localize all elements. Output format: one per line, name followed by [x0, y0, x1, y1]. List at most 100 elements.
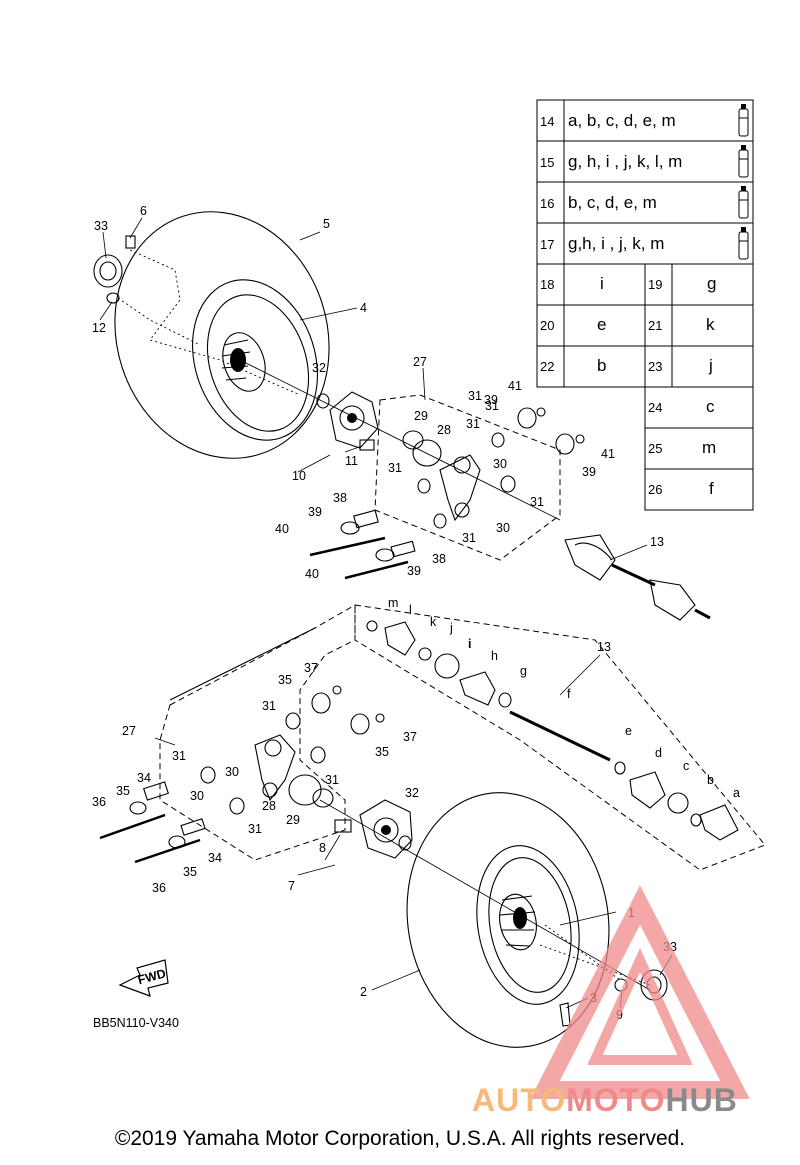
callout-27-lower: 27 [122, 724, 136, 738]
watermark-part-auto: AUTO [472, 1082, 567, 1118]
lower-bolts [99, 781, 206, 864]
callout-35-d: 35 [183, 865, 197, 879]
callout-30-a: 30 [493, 457, 507, 471]
callout-8: 8 [319, 841, 326, 855]
callout-2: 2 [360, 985, 367, 999]
callout-letter-l: l [409, 603, 412, 617]
grease-tube-icon [738, 145, 749, 178]
table-row-14-num: 14 [540, 114, 554, 129]
callout-letter-g: g [520, 664, 527, 678]
callout-5: 5 [323, 217, 330, 231]
callout-letter-e: e [625, 724, 632, 738]
callout-28-upper: 28 [437, 423, 451, 437]
callout-31-a: 31 [466, 417, 480, 431]
upper-bolts [309, 509, 416, 580]
table-row-20-num: 20 [540, 318, 554, 333]
callout-31-i: 31 [468, 389, 482, 403]
callout-11: 11 [345, 454, 358, 468]
table-row-22-num: 22 [540, 359, 554, 374]
callout-30-d: 30 [190, 789, 204, 803]
upper-tire [114, 211, 330, 459]
watermark-part-moto: MOTO [566, 1082, 666, 1118]
copyright-notice: ©2019 Yamaha Motor Corporation, U.S.A. A… [114, 1127, 686, 1150]
callout-31-g: 31 [325, 773, 339, 787]
callout-31-h: 31 [248, 822, 262, 836]
table-row-16-letters: b, c, d, e, m [568, 193, 657, 212]
upper-wheel-hub [316, 391, 379, 451]
watermark-brand: AUTOMOTOHUB [472, 1082, 738, 1119]
callout-letter-c: c [683, 759, 689, 773]
upper-drive-shaft [564, 534, 711, 621]
table-row-21-num: 21 [648, 318, 662, 333]
callout-4: 4 [360, 301, 367, 315]
grease-tube-icon [738, 104, 749, 137]
code-table: 14 a, b, c, d, e, m 15 g, h, i , j, k, l… [536, 99, 754, 511]
table-row-18-num: 18 [540, 277, 554, 292]
fwd-arrow-icon: FWD [118, 959, 169, 997]
callout-37-a: 37 [304, 661, 318, 675]
callout-39-d: 39 [407, 564, 421, 578]
callout-34-b: 34 [208, 851, 222, 865]
callout-28-lower: 28 [262, 799, 276, 813]
callout-35-c: 35 [116, 784, 130, 798]
callout-36-a: 36 [92, 795, 106, 809]
callout-letter-b: b [707, 773, 714, 787]
table-row-14-letters: a, b, c, d, e, m [568, 111, 676, 130]
callout-31-e: 31 [262, 699, 276, 713]
table-row-25-num: 25 [648, 441, 662, 456]
callout-27-upper: 27 [413, 355, 427, 369]
table-row-17-letters: g,h, i , j, k, m [568, 234, 664, 253]
callout-38-b: 38 [432, 552, 446, 566]
callout-38-a: 38 [333, 491, 347, 505]
table-row-17-num: 17 [540, 237, 554, 252]
callout-10: 10 [292, 469, 306, 483]
callout-letter-i: i [468, 637, 471, 651]
callout-13-upper: 13 [650, 535, 664, 549]
callout-letter-h: h [491, 649, 498, 663]
lower-tire [406, 792, 610, 1048]
table-row-24-letter: c [706, 397, 715, 416]
callout-29-lower: 29 [286, 813, 300, 827]
table-row-22-letter: b [597, 356, 606, 375]
table-row-23-letter: j [708, 356, 713, 375]
callout-letter-j: j [449, 621, 453, 635]
callout-30-c: 30 [225, 765, 239, 779]
callout-13-lower: 13 [597, 640, 611, 654]
callout-40-a: 40 [275, 522, 289, 536]
callout-39-c: 39 [308, 505, 322, 519]
callout-6: 6 [140, 204, 147, 218]
table-row-25-letter: m [702, 438, 716, 457]
callout-7: 7 [288, 879, 295, 893]
callout-31-b: 31 [388, 461, 402, 475]
table-row-20-letter: e [597, 315, 606, 334]
lower-knuckle [200, 685, 385, 815]
callout-39-b: 39 [582, 465, 596, 479]
table-row-15-num: 15 [540, 155, 554, 170]
watermark-part-hub: HUB [665, 1082, 738, 1118]
table-row-19-num: 19 [648, 277, 662, 292]
callout-41-a: 41 [508, 379, 522, 393]
table-row-18-letter: i [600, 274, 604, 293]
table-row-26-num: 26 [648, 482, 662, 497]
table-row-19-letter: g [707, 274, 716, 293]
callout-29-upper: 29 [414, 409, 428, 423]
callout-letter-d: d [655, 746, 662, 760]
lower-cv-shaft-parts [366, 620, 739, 841]
callout-41-b: 41 [601, 447, 615, 461]
diagram-code: BB5N110-V340 [93, 1016, 179, 1030]
callout-12: 12 [92, 321, 106, 335]
callout-40-b: 40 [305, 567, 319, 581]
callout-31-d: 31 [462, 531, 476, 545]
callout-31-j: 31 [485, 399, 499, 413]
callout-letter-k: k [430, 615, 437, 629]
grease-tube-icon [738, 227, 749, 260]
table-row-23-num: 23 [648, 359, 662, 374]
callout-34-a: 34 [137, 771, 151, 785]
callout-31-f: 31 [172, 749, 186, 763]
callout-36-b: 36 [152, 881, 166, 895]
callout-33-upper: 33 [94, 219, 108, 233]
table-row-21-letter: k [706, 315, 715, 334]
callout-31-c: 31 [530, 495, 544, 509]
callout-32-upper: 32 [312, 361, 326, 375]
